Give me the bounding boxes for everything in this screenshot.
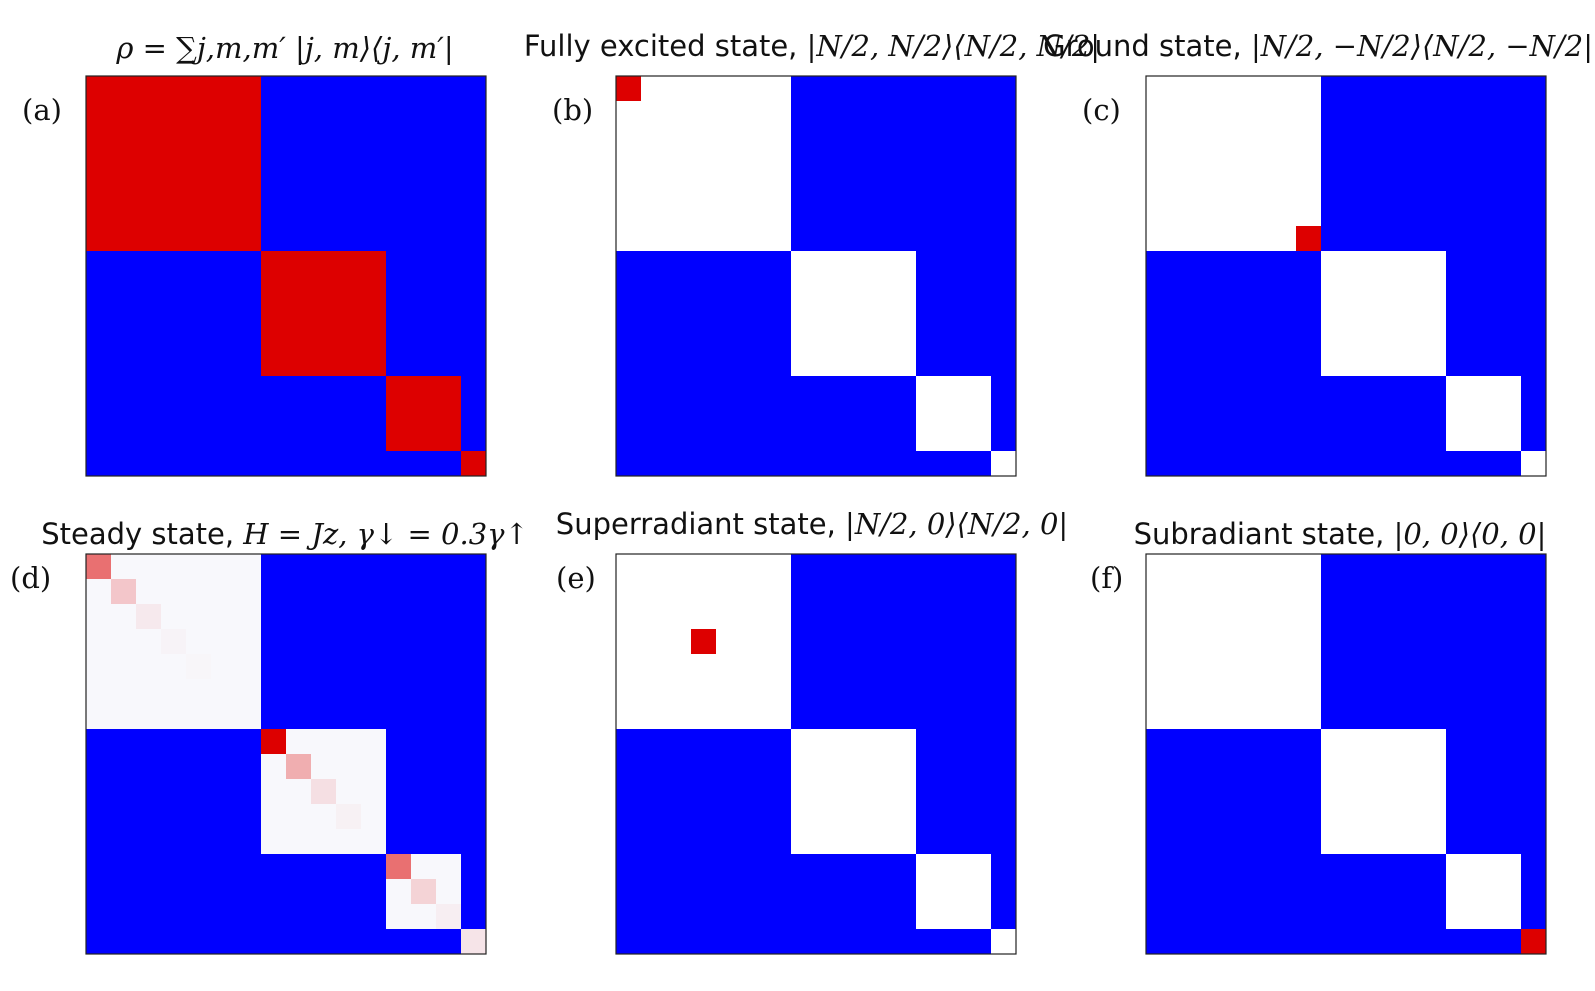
matrix-cell: [86, 554, 111, 579]
panel-label: (e): [556, 561, 596, 595]
panel-frame: [1145, 553, 1547, 955]
panel-title-math: |N/2, N/2⟩⟨N/2, N/2|: [806, 29, 1101, 63]
diagonal-block: [1146, 554, 1321, 729]
matrix-cell: [186, 654, 211, 679]
diagonal-block: [916, 854, 991, 929]
matrix-cell: [336, 804, 361, 829]
panel-title: ρ = ∑j,m,m′ |j, m⟩⟨j, m′|: [116, 34, 453, 63]
diagonal-block: [86, 76, 261, 251]
diagonal-block: [1446, 854, 1521, 929]
panel-title: Subradiant state, |0, 0⟩⟨0, 0|: [1134, 520, 1547, 549]
panel-title-math: |N/2, −N/2⟩⟨N/2, −N/2|: [1250, 29, 1593, 63]
matrix-cell: [161, 629, 186, 654]
panel-frame: [85, 553, 487, 955]
panel-title-math: |0, 0⟩⟨0, 0|: [1393, 517, 1547, 551]
panel-title: Fully excited state, |N/2, N/2⟩⟨N/2, N/2…: [524, 32, 1100, 61]
matrix-cell: [691, 629, 716, 654]
panel-label: (a): [22, 93, 62, 127]
matrix-cell: [411, 879, 436, 904]
panel-label: (d): [10, 561, 52, 595]
diagonal-block: [1146, 76, 1321, 251]
matrix-cell: [436, 904, 461, 929]
matrix-cell: [1521, 929, 1546, 954]
panel-title-text: Fully excited state,: [523, 29, 807, 63]
matrix-cell: [311, 779, 336, 804]
panel-label: (b): [552, 93, 594, 127]
matrix-cell: [111, 579, 136, 604]
diagonal-block: [616, 76, 791, 251]
matrix-cell: [616, 76, 641, 101]
panel-title-text: Steady state,: [41, 517, 244, 551]
panel-title-text: Superradiant state,: [555, 507, 846, 541]
diagonal-block: [1446, 376, 1521, 451]
diagonal-block: [916, 376, 991, 451]
diagonal-block: [261, 251, 386, 376]
diagonal-block: [991, 929, 1016, 954]
matrix-cell: [136, 604, 161, 629]
diagonal-block: [1321, 251, 1446, 376]
panel-frame: [615, 553, 1017, 955]
panel-frame: [85, 75, 487, 477]
panel-title-text: Ground state,: [1043, 29, 1251, 63]
panel-title: Steady state, H = Jz, γ↓ = 0.3γ↑: [41, 520, 529, 549]
matrix-cell: [1296, 226, 1321, 251]
matrix-cell: [461, 929, 486, 954]
panel-title-text: Subradiant state,: [1133, 517, 1394, 551]
matrix-cell: [386, 854, 411, 879]
panel-label: (f): [1090, 561, 1124, 595]
panel-title-math: |N/2, 0⟩⟨N/2, 0|: [845, 507, 1069, 541]
diagonal-block: [1521, 451, 1546, 476]
diagonal-block: [991, 451, 1016, 476]
diagonal-block: [791, 729, 916, 854]
panel-label: (c): [1082, 93, 1121, 127]
matrix-cell: [286, 754, 311, 779]
panel-frame: [1145, 75, 1547, 477]
diagonal-block: [386, 376, 461, 451]
diagonal-block: [1321, 729, 1446, 854]
panel-title-math: H = Jz, γ↓ = 0.3γ↑: [243, 517, 529, 551]
panel-frame: [615, 75, 1017, 477]
diagonal-block: [791, 251, 916, 376]
panel-title: Superradiant state, |N/2, 0⟩⟨N/2, 0|: [556, 510, 1068, 539]
panel-title-math: ρ = ∑j,m,m′ |j, m⟩⟨j, m′|: [116, 31, 454, 65]
matrix-cell: [261, 729, 286, 754]
panel-title: Ground state, |N/2, −N/2⟩⟨N/2, −N/2|: [1043, 32, 1593, 61]
diagonal-block: [461, 451, 486, 476]
